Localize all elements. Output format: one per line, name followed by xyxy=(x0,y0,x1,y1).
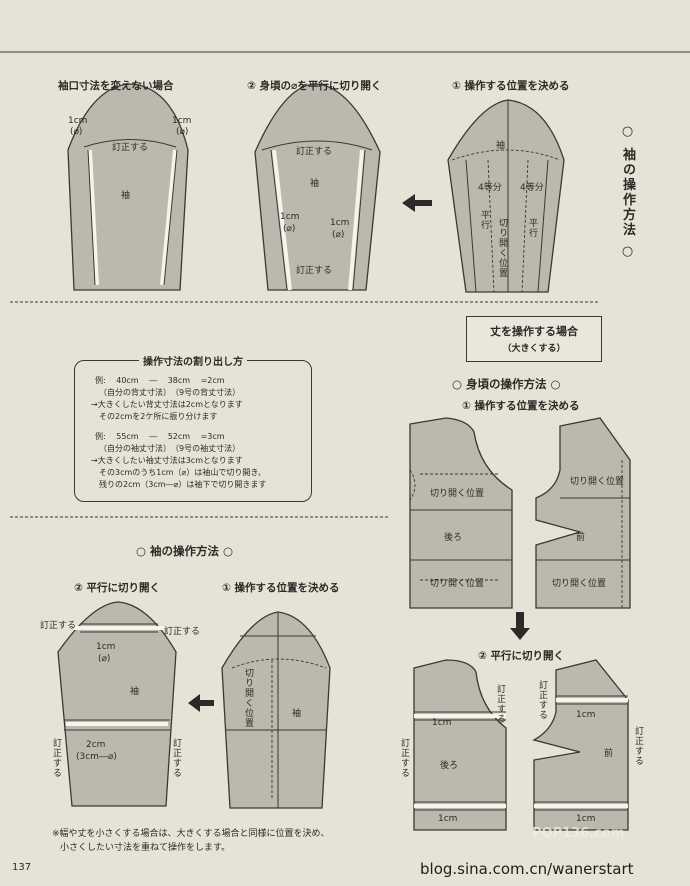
arrow-left-icon-2 xyxy=(188,694,214,712)
label-back: 後ろ xyxy=(440,761,459,771)
calc-line: 残りの2cm（3cm―⌀）は袖下で切り開きます xyxy=(99,480,267,489)
calc-line: →大きくしたい背丈寸法は2cmとなります xyxy=(91,400,243,409)
calc-line: 例: 55cm ― 52cm =3cm xyxy=(95,432,225,441)
body-cut-pos: 切り開く位置 xyxy=(552,579,607,589)
calc-line: その3cmのうち1cm（⌀）は袖山で切り開き、 xyxy=(99,468,266,477)
label-1cm: 1cm xyxy=(576,814,596,824)
label-sode: 袖 xyxy=(310,179,320,189)
label-teisei: 訂正する xyxy=(633,726,643,766)
label-phi: (⌀) xyxy=(98,654,111,664)
calc-line: （自分の背丈寸法） （9号の背丈寸法） xyxy=(99,388,241,397)
label-teisei: 訂正する xyxy=(537,680,547,720)
watermark-logo: POP136.com xyxy=(532,826,625,841)
side-title: ○ 袖の操作方法 ○ xyxy=(620,124,635,262)
sleeve-step2: ② 平行に切り開く xyxy=(74,582,161,594)
label-1cm: 1cm xyxy=(280,212,300,222)
front-bodice-step1 xyxy=(535,417,631,609)
label-teisei: 訂正する xyxy=(51,738,61,778)
label-phi: (⌀) xyxy=(283,224,296,234)
body-step2: ② 平行に切り開く xyxy=(478,650,565,662)
col-left-title: 袖口寸法を変えない場合 xyxy=(58,80,174,92)
back-bodice-step1 xyxy=(409,417,513,609)
calc-line: →大きくしたい袖丈寸法は3cmとなります xyxy=(91,456,243,465)
label-2cm: 2cm xyxy=(86,740,106,750)
label-parallel: 平行 xyxy=(479,210,489,230)
calc-line: 例: 40cm ― 38cm =2cm xyxy=(95,376,225,385)
label-1cm: 1cm xyxy=(96,642,116,652)
label-1cm: 1cm xyxy=(438,814,458,824)
sleeve-step1: ① 操作する位置を決める xyxy=(222,582,340,594)
label-4toubun: 4等分 xyxy=(478,183,502,193)
label-teisei: 訂正する xyxy=(399,738,409,778)
calc-box: 操作寸法の割り出し方 例: 40cm ― 38cm =2cm （自分の背丈寸法）… xyxy=(74,353,312,502)
calc-title: 操作寸法の割り出し方 xyxy=(139,353,247,368)
case-subtitle: （大きくする） xyxy=(502,344,566,354)
sleeve-opened xyxy=(254,83,381,291)
arrow-down-icon xyxy=(510,612,530,640)
label-4toubun: 4等分 xyxy=(520,183,544,193)
label-front: 前 xyxy=(604,749,614,759)
body-section-title: ○ 身頃の操作方法 ○ xyxy=(452,377,561,391)
label-phi: (⌀) xyxy=(70,127,83,137)
arrow-left-icon xyxy=(402,194,432,212)
col-right-title: ① 操作する位置を決める xyxy=(452,80,570,92)
back-bodice-step2 xyxy=(413,659,507,831)
case-box: 丈を操作する場合 （大きくする） xyxy=(466,316,602,362)
label-sode: 袖 xyxy=(496,141,506,151)
sleeve-section-title: ○ 袖の操作方法 ○ xyxy=(136,544,234,558)
col-mid-title: ② 身頃の⌀を平行に切り開く xyxy=(247,80,382,92)
body-cut-pos: 切り開く位置 xyxy=(430,579,485,589)
case-title: 丈を操作する場合 xyxy=(490,325,578,338)
label-1cm: 1cm xyxy=(576,710,596,720)
label-front: 前 xyxy=(576,533,586,543)
body-cut-pos: 切り開く位置 xyxy=(430,489,485,499)
label-teisei: 訂正する xyxy=(164,627,201,637)
label-1cm: 1cm xyxy=(172,116,192,126)
watermark-url: blog.sina.com.cn/wanerstart xyxy=(420,860,634,878)
body-step1: ① 操作する位置を決める xyxy=(462,400,580,412)
label-3cm-minus: (3cm―⌀) xyxy=(76,752,117,762)
sleeve-parallel-opened xyxy=(57,601,177,807)
label-teisei: 訂正する xyxy=(296,266,333,276)
footer-note: 小さくしたい寸法を重ねて操作をします。 xyxy=(60,843,231,853)
calc-line: その2cmを2ケ所に振り分けます xyxy=(99,412,218,421)
sleeve-unchanged xyxy=(67,83,189,291)
sleeve-position xyxy=(221,611,331,809)
sleeve-mark-position xyxy=(447,99,565,293)
label-1cm: 1cm xyxy=(432,718,452,728)
calc-line: （自分の袖丈寸法） （9号の袖丈寸法） xyxy=(99,444,241,453)
front-bodice-step2 xyxy=(532,659,629,831)
label-teisei: 訂正する xyxy=(112,143,149,153)
label-teisei: 訂正する xyxy=(495,684,505,724)
label-teisei: 訂正する xyxy=(40,621,77,631)
page-number: 137 xyxy=(12,862,32,873)
label-teisei: 訂正する xyxy=(296,147,333,157)
label-sode: 袖 xyxy=(121,191,131,201)
label-phi: (⌀) xyxy=(332,230,345,240)
label-cut-position: 切り開く位置 xyxy=(497,218,507,278)
label-1cm: 1cm xyxy=(330,218,350,228)
footer-note: ※幅や丈を小さくする場合は、大きくする場合と同様に位置を決め、 xyxy=(52,829,330,839)
label-phi: (⌀) xyxy=(176,127,189,137)
label-parallel: 平行 xyxy=(527,218,537,238)
label-teisei: 訂正する xyxy=(171,738,181,778)
label-1cm: 1cm xyxy=(68,116,88,126)
body-cut-pos: 切り開く位置 xyxy=(570,477,625,487)
label-sode: 袖 xyxy=(130,687,140,697)
label-sode: 袖 xyxy=(292,709,302,719)
label-cut-position: 切り開く位置 xyxy=(243,668,253,728)
label-back: 後ろ xyxy=(444,533,463,543)
